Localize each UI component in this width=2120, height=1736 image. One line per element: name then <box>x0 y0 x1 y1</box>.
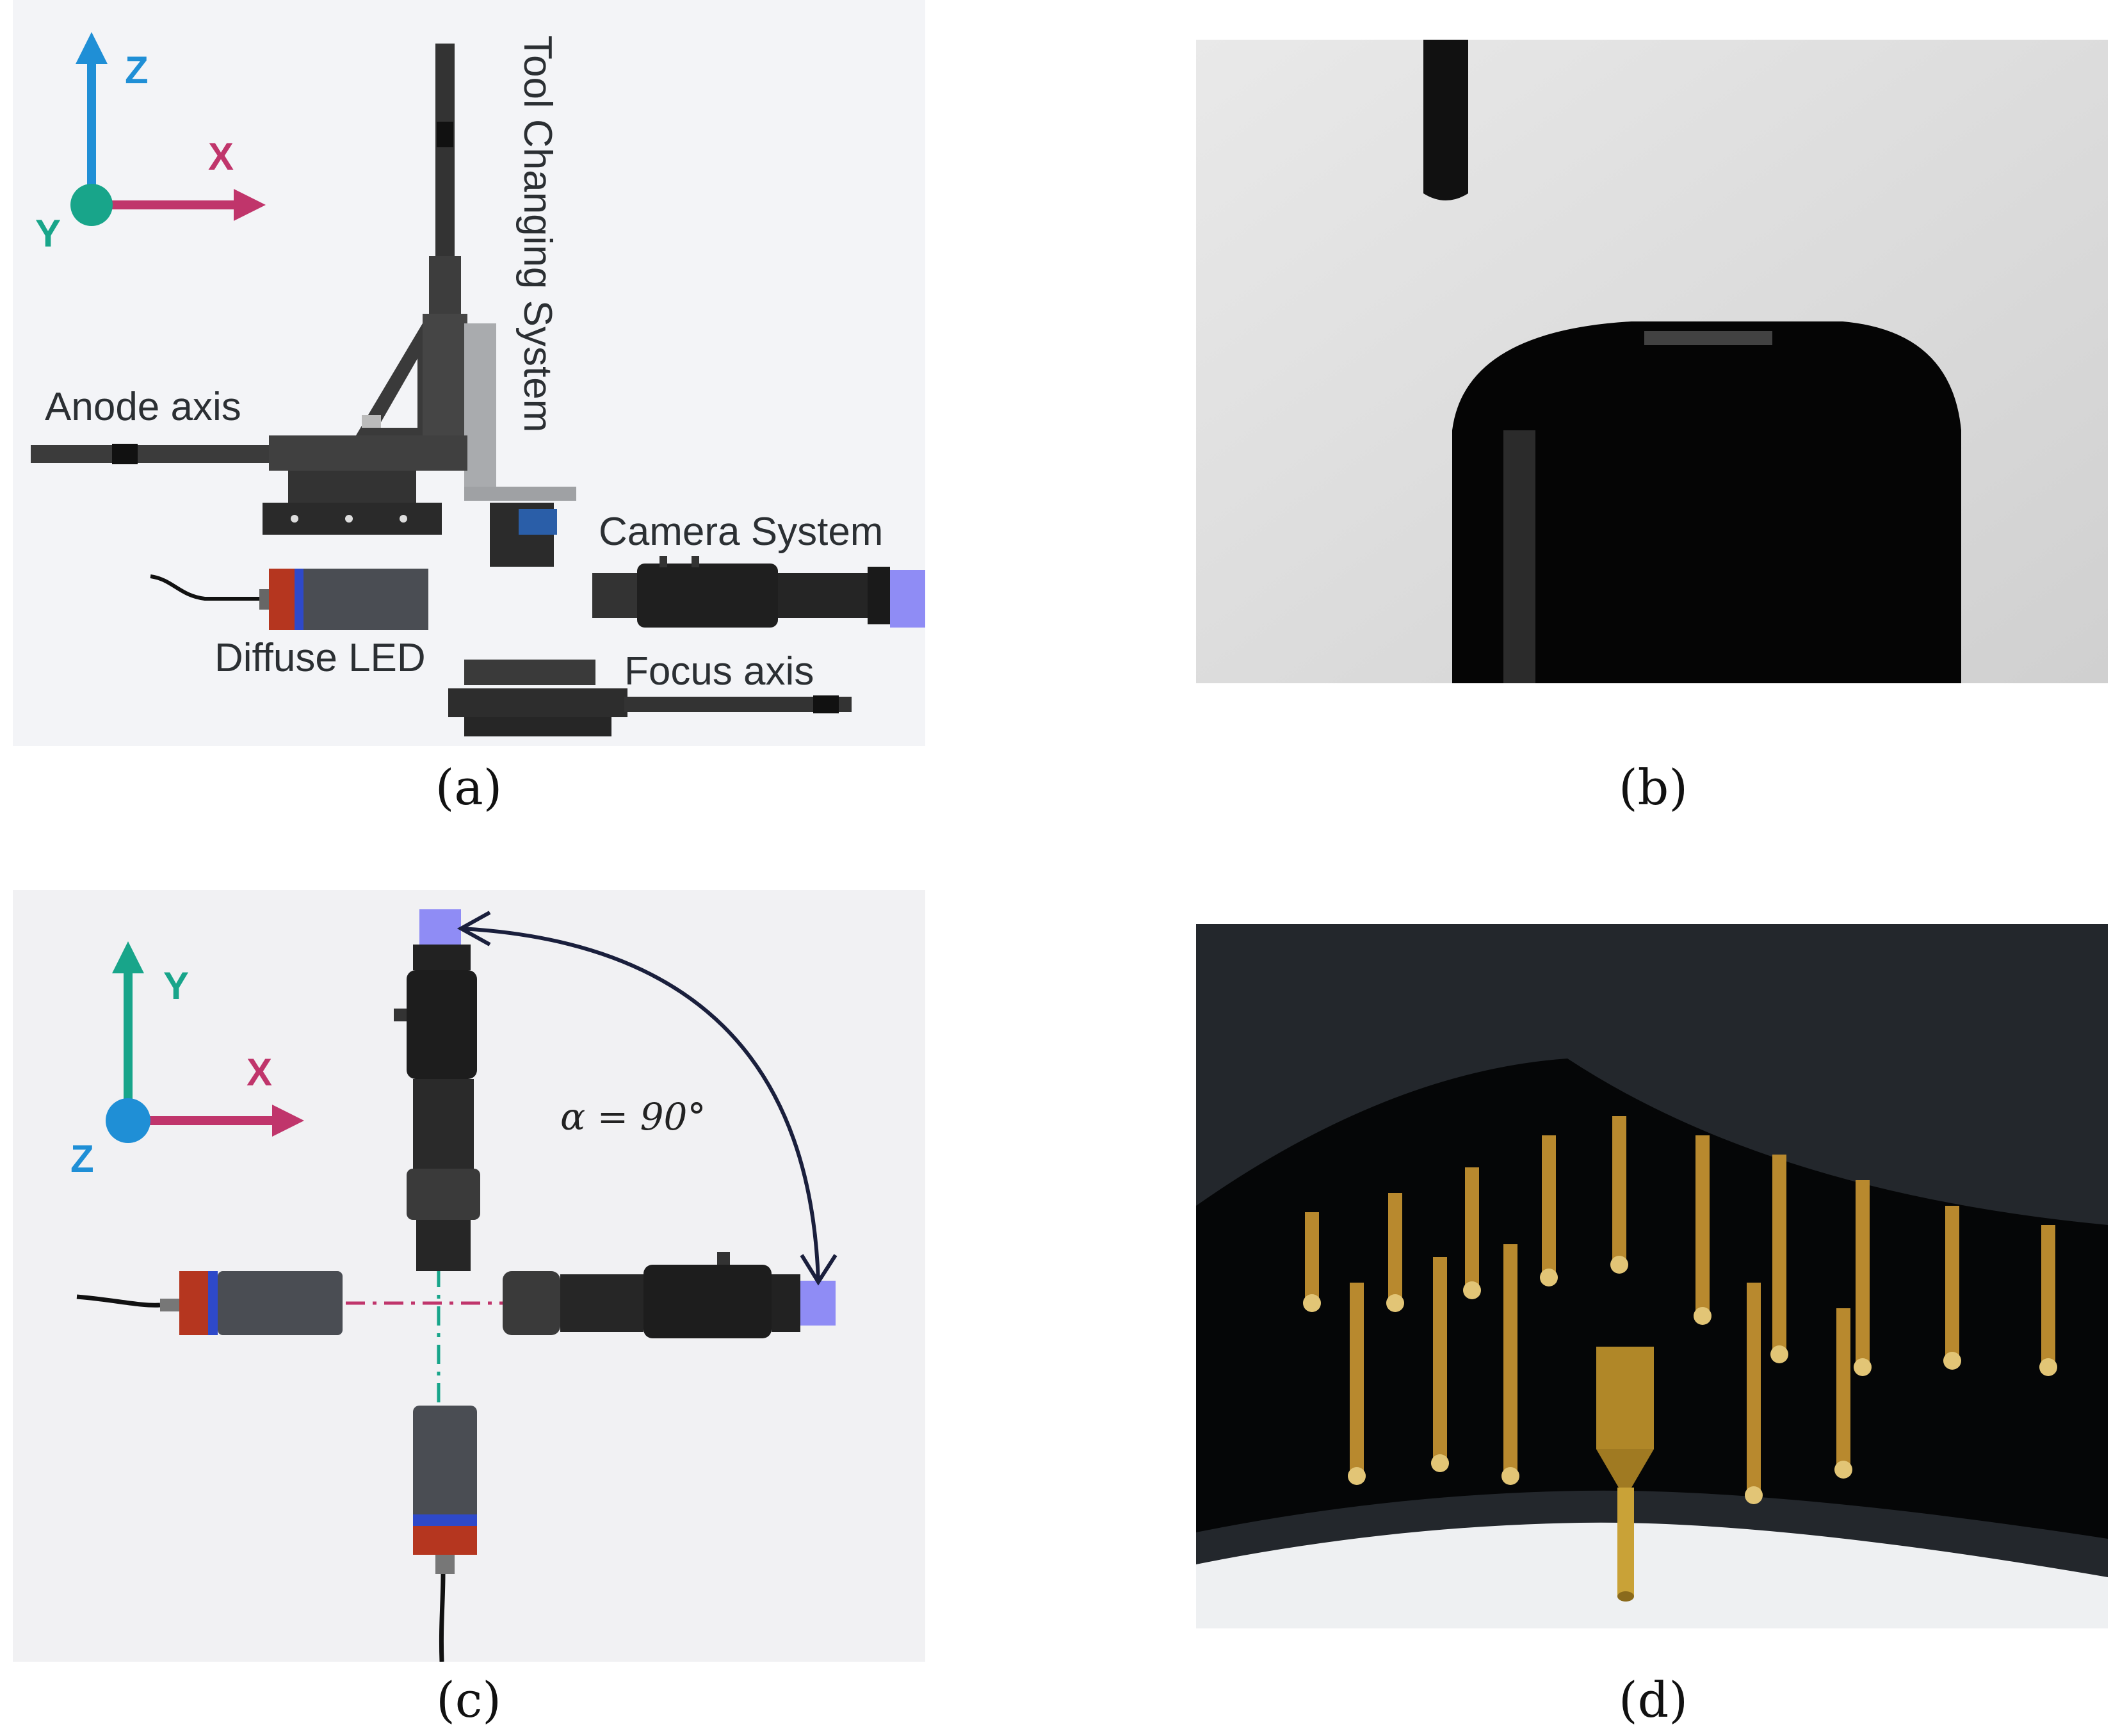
top-view-render <box>76 909 837 1662</box>
bottom-led <box>413 1406 477 1662</box>
focus-axis-stage <box>448 660 852 736</box>
panel-d-pin-array-render <box>1196 924 2108 1628</box>
axis-x-label-c: X <box>247 1051 273 1094</box>
tool-clamp <box>490 503 557 567</box>
needle-tip <box>1423 40 1468 200</box>
tool-changing-system-label: Tool Changing System <box>515 35 560 433</box>
focus-axis-label: Focus axis <box>624 649 814 694</box>
caption-d: (d) <box>1619 1671 1688 1728</box>
anode-axis-stage <box>31 415 467 535</box>
axis-triad-a <box>70 32 266 226</box>
axis-y-label-a: Y <box>35 212 61 255</box>
camera-system-label: Camera System <box>599 510 884 554</box>
right-camera <box>503 1252 836 1338</box>
axis-y-label-c: Y <box>163 964 190 1007</box>
angle-label: α = 90° <box>560 1095 706 1139</box>
left-led <box>76 1271 343 1335</box>
center-tool <box>1596 1347 1654 1602</box>
axis-triad-c <box>106 941 304 1143</box>
anode-axis-label: Anode axis <box>45 385 241 429</box>
tool-changing-tower <box>352 44 576 501</box>
caption-c: (c) <box>436 1671 501 1728</box>
top-camera <box>394 909 480 1271</box>
angle-arc <box>460 927 820 1281</box>
panel-b-camera-image <box>1196 40 2108 683</box>
caption-a: (a) <box>435 759 503 816</box>
pin-array <box>1305 1116 2055 1494</box>
diffuse-led <box>150 569 428 630</box>
camera-frame <box>1196 40 2108 683</box>
axis-x-label-a: X <box>208 135 234 178</box>
dark-object <box>1452 321 1961 683</box>
pin-tips <box>1303 1256 2057 1504</box>
axis-z-label-a: Z <box>125 49 149 92</box>
axis-z-label-c: Z <box>70 1137 94 1180</box>
panel-a-side-view: Tool Changing System Anode axis Camera S… <box>13 0 925 746</box>
panel-c-top-view: α = 90° Y X Z <box>13 890 925 1662</box>
diffuse-led-label: Diffuse LED <box>214 636 426 680</box>
pin-array-scene <box>1196 924 2108 1602</box>
caption-b: (b) <box>1619 759 1688 816</box>
camera-system <box>592 556 925 628</box>
side-view-render <box>31 32 925 736</box>
